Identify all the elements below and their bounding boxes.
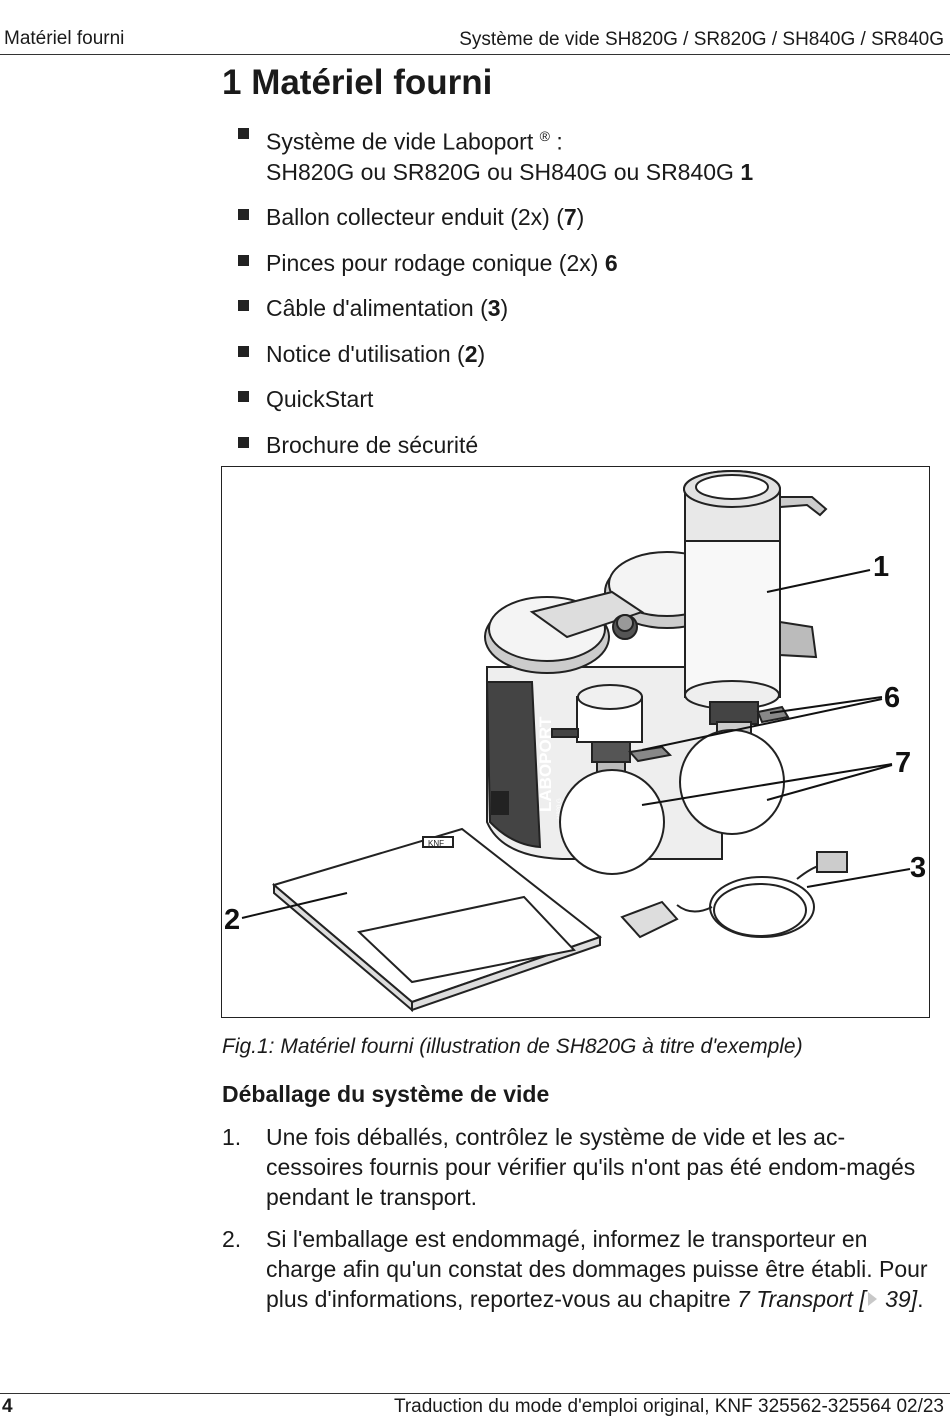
step-text: Une fois déballés, contrôlez le système … (266, 1124, 916, 1210)
square-bullet-icon (238, 436, 249, 448)
list-item: Pinces pour rodage conique (2x) 6 (238, 248, 938, 278)
square-bullet-icon (238, 391, 249, 403)
footer-document-info: Traduction du mode d'emploi original, KN… (393, 1396, 944, 1417)
reference-number: 7 (563, 204, 577, 231)
section-title: 1 Matériel fourni (222, 63, 493, 102)
step-number: 2. (222, 1226, 242, 1252)
reference-number: 1 (740, 158, 754, 185)
square-bullet-icon (238, 300, 249, 312)
square-bullet-icon (238, 254, 249, 266)
square-bullet-icon (238, 128, 249, 139)
condenser-illustration (683, 470, 828, 739)
delivery-illustration: KNF LABOPORT N820 G (224, 470, 926, 1013)
list-item: QuickStart (238, 384, 938, 414)
footer-rule (0, 1393, 950, 1394)
unpacking-heading: Déballage du système de vide (222, 1081, 550, 1107)
list-item: Brochure de sécurité (238, 430, 938, 460)
running-header-section: Matériel fourni (4, 28, 125, 49)
callout-2: 2 (224, 904, 240, 936)
reference-number: 3 (487, 295, 501, 322)
list-item: 1. Une fois déballés, contrôlez le systè… (222, 1122, 937, 1212)
figure-frame: KNF LABOPORT N820 G (221, 466, 930, 1018)
brand-label: LABOPORT (536, 716, 555, 812)
list-item: Système de vide Laboport ® : SH820G ou S… (238, 121, 938, 187)
header-rule (0, 54, 950, 55)
power-switch (491, 791, 509, 815)
manual-logo: KNF (428, 839, 444, 848)
collecting-flask-illustration (679, 729, 785, 835)
callout-6: 6 (884, 682, 900, 714)
list-item: Ballon collecteur enduit (2x) (7) (238, 202, 938, 232)
unpacking-steps: 1. Une fois déballés, contrôlez le systè… (222, 1122, 937, 1326)
list-item: Notice d'utilisation (2) (238, 339, 938, 369)
reference-number: 2 (464, 340, 478, 367)
device-connector-illustration (816, 851, 848, 873)
figure-caption: Fig.1: Matériel fourni (illustration de … (222, 1035, 803, 1058)
collecting-flask-illustration (559, 769, 665, 875)
chapter-link[interactable]: 7 Transport [ 39] (737, 1286, 918, 1312)
reference-number: 6 (604, 249, 618, 276)
callout-3: 3 (910, 852, 926, 884)
callout-7: 7 (895, 747, 911, 779)
power-cable-illustration (676, 864, 823, 938)
manual-illustration: KNF (271, 827, 603, 1013)
callout-leader-lines (241, 569, 911, 919)
square-bullet-icon (238, 209, 249, 221)
page-arrow-icon (867, 1292, 877, 1306)
callout-1: 1 (873, 551, 889, 583)
scope-of-delivery-list: Système de vide Laboport ® : SH820G ou S… (238, 121, 938, 475)
page-number: 4 (2, 1396, 13, 1417)
model-label: N820 G (557, 798, 563, 819)
power-plug-illustration (620, 900, 679, 939)
running-header-product: Système de vide SH820G / SR820G / SH840G… (459, 29, 944, 50)
step-number: 1. (222, 1124, 242, 1150)
step-text: Si l'emballage est endommagé, informez l… (266, 1226, 928, 1312)
list-item: Câble d'alimentation (3) (238, 293, 938, 323)
list-item: 2. Si l'emballage est endommagé, informe… (222, 1226, 928, 1312)
square-bullet-icon (238, 345, 249, 357)
vapor-trap-illustration (551, 684, 643, 777)
